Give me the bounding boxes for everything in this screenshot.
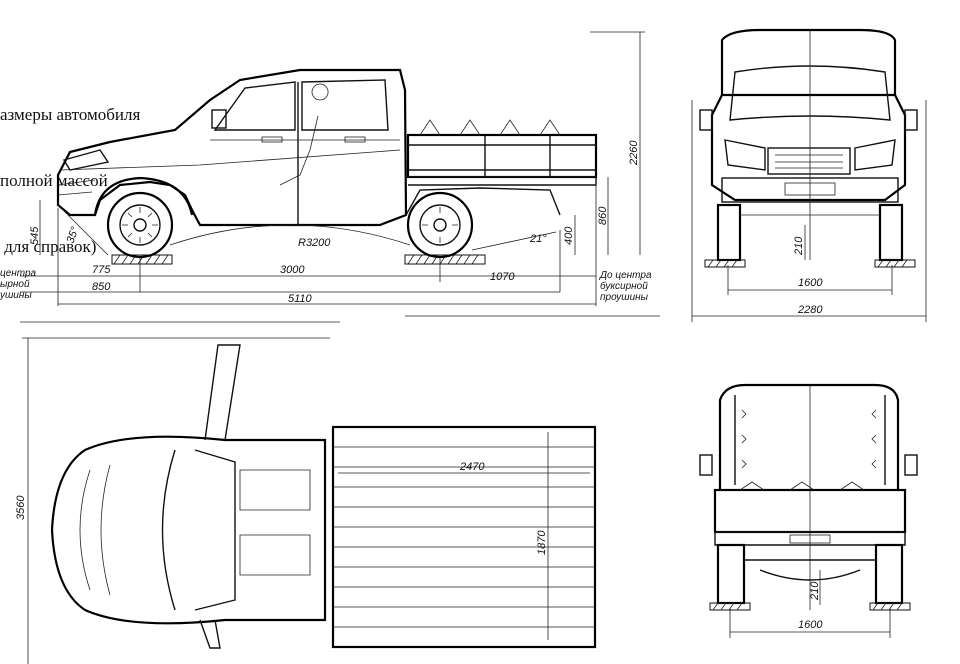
cargo-platform (406, 119, 598, 186)
dim-front-to-hitch: 850 (92, 281, 111, 293)
ground-rear (404, 254, 486, 265)
front-dim-track: 1600 (798, 277, 823, 289)
cab-body (56, 68, 408, 227)
right-hitch-note-line-2: буксирной (600, 280, 648, 292)
front-headlight-left (724, 139, 766, 171)
left-hitch-note: центра ырной ушины (0, 268, 37, 301)
open-door (204, 344, 241, 441)
dim-rear-clearance: 400 (563, 226, 575, 245)
front-headlight-right (854, 139, 896, 171)
dim-overall-length: 5110 (288, 293, 313, 305)
dim-departure-angle: 21° (529, 233, 547, 245)
top-view: 3560 2470 1870 (15, 337, 597, 664)
dim-front-height: 545 (29, 226, 41, 245)
headlight (62, 149, 110, 171)
right-hitch-note-line-1: До центра (599, 270, 652, 281)
left-hitch-note-line-1: центра (0, 268, 37, 279)
rear-door-window (301, 79, 389, 131)
left-hitch-note-line-2: ырной (0, 279, 30, 290)
side-view: 775 3000 1070 850 5110 R3200 545 35° 21°… (0, 31, 660, 323)
dim-wheelbase: 3000 (280, 264, 305, 276)
top-dim-overall-width: 3560 (15, 495, 27, 520)
front-door-window (213, 81, 296, 131)
front-dim-ground-clearance: 210 (793, 236, 805, 256)
windshield (729, 65, 891, 121)
dim-total-height: 2260 (628, 140, 640, 166)
dim-rear-overhang: 1070 (490, 271, 515, 283)
drawing-title: азмеры автомобиля полной массой для спра… (0, 60, 140, 280)
left-hitch-note-line-3: ушины (0, 290, 32, 301)
title-line-3: для справок) (0, 237, 97, 256)
rear-dim-track: 1600 (798, 619, 823, 631)
top-cab (50, 435, 327, 625)
top-platform (331, 425, 597, 649)
rear-wheel (406, 191, 474, 259)
front-view: 210 1600 2280 (691, 28, 927, 322)
dim-turn-radius: R3200 (298, 237, 331, 249)
rear-dim-ground-clearance: 210 (809, 581, 821, 601)
ground-front (111, 254, 173, 265)
front-dim-overall-width: 2280 (797, 304, 823, 316)
front-ground (704, 259, 916, 268)
right-hitch-note-line-3: проушины (600, 292, 649, 303)
front-wheel (106, 191, 174, 259)
title-line-1: азмеры автомобиля (0, 105, 141, 124)
dim-platform-height: 860 (597, 206, 609, 225)
dim-approach-angle: 35° (65, 225, 82, 245)
dim-front-overhang: 775 (92, 264, 111, 276)
top-dim-platform-length: 2470 (459, 461, 485, 473)
rear-view: 210 1600 (699, 383, 918, 638)
right-hitch-note: До центра буксирной проушины (599, 270, 652, 303)
top-dim-platform-width: 1870 (536, 530, 548, 555)
driver-figure (279, 83, 329, 186)
front-grille (767, 147, 851, 175)
side-dims (20, 185, 660, 323)
title-line-2: полной массой (0, 171, 108, 190)
